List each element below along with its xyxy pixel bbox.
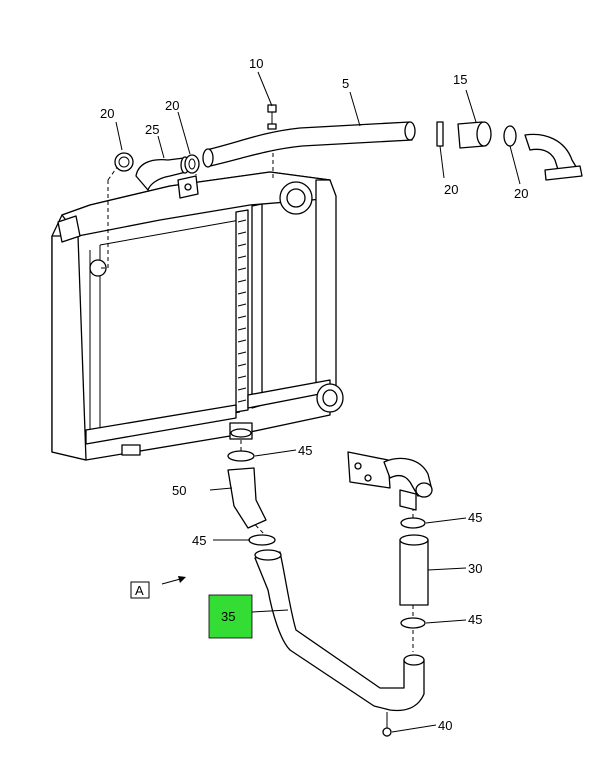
hose-clamp	[114, 152, 134, 172]
core-fins	[237, 219, 247, 403]
lower-pipe-end	[403, 654, 425, 666]
lower-clamp-top	[227, 450, 255, 462]
callout-35: 35	[221, 609, 235, 624]
callout-45: 45	[468, 510, 482, 525]
callout-25: 25	[145, 122, 159, 137]
callout-50: 50	[172, 483, 186, 498]
callout-15: 15	[453, 72, 467, 87]
drain-valve	[382, 712, 392, 737]
callout-20: 20	[514, 186, 528, 201]
callout-20: 20	[444, 182, 458, 197]
right-clamp	[400, 517, 426, 529]
callout-40: 40	[438, 718, 452, 733]
view-label: A	[135, 583, 144, 598]
hose-clamp-inner	[118, 156, 130, 168]
callout-45: 45	[468, 612, 482, 627]
callout-5: 5	[342, 76, 349, 91]
callout-35-highlight[interactable]	[208, 594, 253, 639]
upright-tube	[399, 539, 429, 606]
right-clamp	[400, 617, 426, 629]
lower-hose	[227, 467, 267, 529]
hidden-line	[98, 180, 109, 269]
callout-30: 30	[468, 561, 482, 576]
hose-clamp-inner	[188, 158, 196, 170]
callout-45: 45	[192, 533, 206, 548]
view-label-box	[130, 581, 150, 599]
radiator-assembly	[51, 171, 344, 461]
hose-clamp	[184, 154, 200, 174]
lower-clamp	[248, 534, 276, 546]
callout-20: 20	[100, 106, 114, 121]
callout-20: 20	[165, 98, 179, 113]
outlet-bracket	[347, 451, 433, 511]
charge-air-tube	[202, 121, 416, 168]
view-arrowhead	[178, 576, 186, 583]
upright-tube-top	[399, 534, 429, 546]
clamp-bolt	[267, 104, 277, 130]
lower-pipe	[254, 551, 425, 712]
callout-45: 45	[298, 443, 312, 458]
callout-10: 10	[249, 56, 263, 71]
lower-pipe-end	[254, 549, 282, 561]
right-hose-assembly	[436, 121, 583, 181]
